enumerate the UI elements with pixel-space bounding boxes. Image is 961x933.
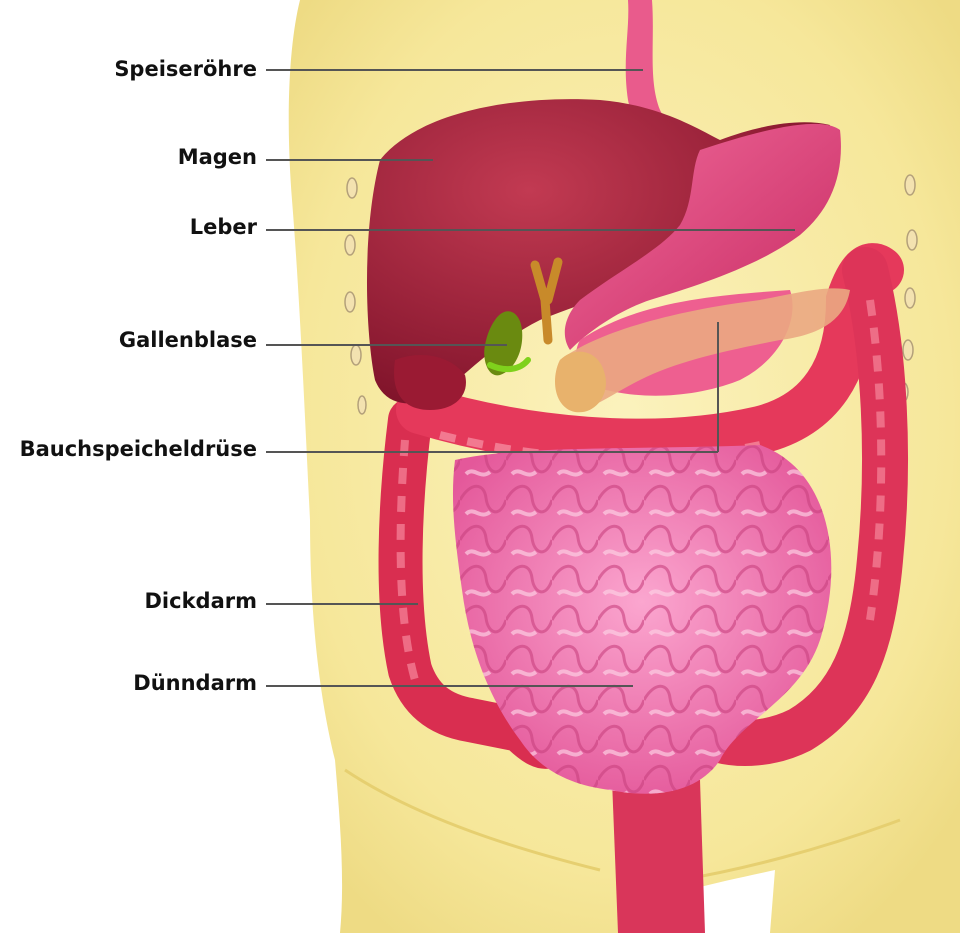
label-small-intestine: Dünndarm xyxy=(133,671,257,695)
label-gallbladder: Gallenblase xyxy=(119,328,257,352)
label-esophagus: Speiseröhre xyxy=(114,57,257,81)
labels: Speiseröhre Magen Leber Gallenblase Bauc… xyxy=(20,57,258,695)
label-pancreas: Bauchspeicheldrüse xyxy=(20,437,257,461)
rectum xyxy=(612,780,705,933)
label-large-intestine: Dickdarm xyxy=(145,589,258,613)
label-stomach: Magen xyxy=(178,145,257,169)
label-liver: Leber xyxy=(190,215,258,239)
pancreas-head xyxy=(555,352,606,413)
